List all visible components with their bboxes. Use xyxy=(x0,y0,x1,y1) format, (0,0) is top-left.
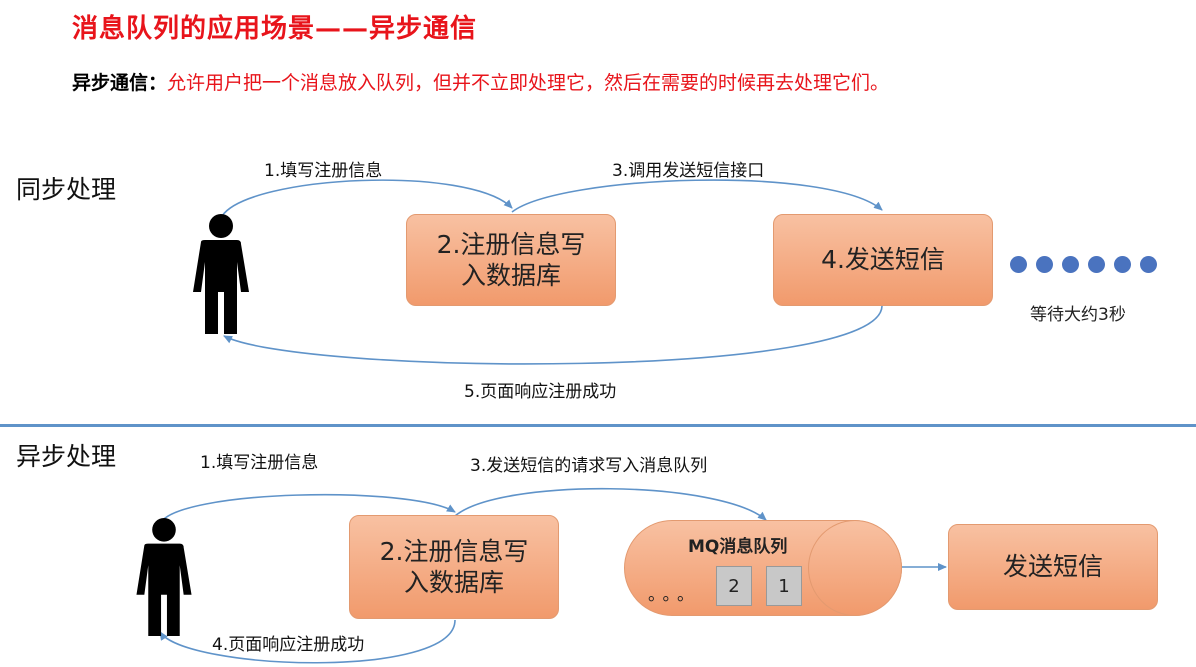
async-sms-box: 发送短信 xyxy=(948,524,1158,610)
async-step-1: 1.填写注册信息 xyxy=(200,453,319,473)
async-arrow-1 xyxy=(159,493,456,525)
async-register-box-label: 2.注册信息写入数据库 xyxy=(379,536,529,597)
wait-dot xyxy=(1062,256,1079,273)
mq-label: MQ消息队列 xyxy=(688,537,788,557)
sync-step-1: 1.填写注册信息 xyxy=(264,161,383,181)
sync-heading: 同步处理 xyxy=(16,175,117,204)
wait-dot xyxy=(1036,256,1053,273)
async-step-4: 4.页面响应注册成功 xyxy=(212,635,365,655)
page-title: 消息队列的应用场景——异步通信 xyxy=(72,14,478,44)
mq-queue-cap xyxy=(808,520,902,616)
subtitle: 异步通信：允许用户把一个消息放入队列，但并不立即处理它，然后在需要的时候再去处理… xyxy=(72,68,889,95)
mq-message-number: 2 xyxy=(728,575,740,597)
sync-arrow-1 xyxy=(221,179,513,217)
sync-arrow-3 xyxy=(511,179,883,213)
sync-register-box-label: 2.注册信息写入数据库 xyxy=(436,229,586,290)
section-divider xyxy=(0,424,1196,427)
async-arrow-4 xyxy=(159,619,456,664)
wait-dot xyxy=(1114,256,1131,273)
async-sms-box-label: 发送短信 xyxy=(1002,552,1103,582)
async-register-box: 2.注册信息写入数据库 xyxy=(349,515,559,619)
sync-arrow-5 xyxy=(223,305,883,365)
mq-message-slot: 1 xyxy=(766,566,802,606)
sync-sms-box-label: 4.发送短信 xyxy=(821,245,945,275)
subtitle-text: 允许用户把一个消息放入队列，但并不立即处理它，然后在需要的时候再去处理它们。 xyxy=(167,72,890,94)
async-step-3: 3.发送短信的请求写入消息队列 xyxy=(470,456,708,476)
user-icon xyxy=(193,214,249,334)
mq-ellipsis: 。。。 xyxy=(648,585,700,605)
subtitle-label: 异步通信： xyxy=(72,72,168,94)
user-icon xyxy=(136,518,192,636)
wait-dot xyxy=(1010,256,1027,273)
wait-dot xyxy=(1140,256,1157,273)
mq-message-slot: 2 xyxy=(716,566,752,606)
async-arrow-3 xyxy=(454,487,767,521)
async-heading: 异步处理 xyxy=(16,442,117,471)
wait-text: 等待大约3秒 xyxy=(1030,305,1126,325)
mq-message-number: 1 xyxy=(778,575,790,597)
wait-dot xyxy=(1088,256,1105,273)
sync-register-box: 2.注册信息写入数据库 xyxy=(406,214,616,306)
sync-step-3: 3.调用发送短信接口 xyxy=(612,161,765,181)
sync-sms-box: 4.发送短信 xyxy=(773,214,993,306)
wait-dots xyxy=(1010,256,1157,273)
sync-step-5: 5.页面响应注册成功 xyxy=(464,382,617,402)
